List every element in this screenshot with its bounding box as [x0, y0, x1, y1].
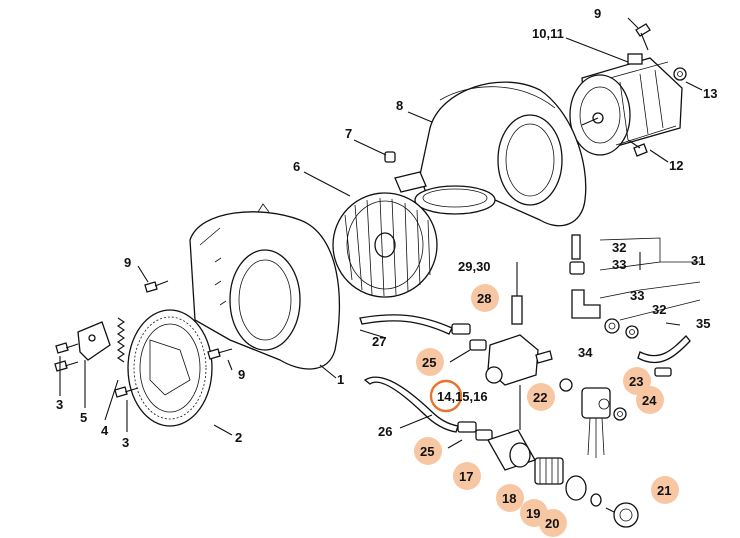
highlight-20 [539, 509, 567, 537]
nipple-part[interactable] [384, 151, 396, 163]
nut-part[interactable] [625, 325, 639, 339]
washer-part[interactable] [590, 493, 602, 507]
callout-13[interactable]: 13 [703, 86, 717, 101]
screw-part[interactable] [114, 386, 139, 398]
highlight-21 [651, 476, 679, 504]
fan-housing-part[interactable] [189, 203, 341, 370]
screw-part[interactable] [207, 348, 233, 360]
callout-34[interactable]: 34 [578, 345, 593, 360]
callout-22[interactable]: 22 [533, 390, 547, 405]
highlight-25b [414, 437, 442, 465]
nut-part[interactable] [613, 407, 627, 421]
callout-29-30[interactable]: 29,30 [458, 259, 491, 274]
motor-part[interactable] [569, 53, 683, 156]
pin-part[interactable] [511, 262, 523, 325]
highlight-22 [527, 383, 555, 411]
callout-33-top[interactable]: 33 [612, 257, 626, 272]
callout-28[interactable]: 28 [477, 291, 491, 306]
callout-26[interactable]: 26 [378, 424, 392, 439]
callout-9-mid[interactable]: 9 [238, 367, 245, 382]
selected-callout-ring [429, 379, 463, 413]
callout-9-left[interactable]: 9 [124, 255, 131, 270]
callout-31[interactable]: 31 [691, 253, 705, 268]
callout-14-15-16[interactable]: 14,15,16 [437, 389, 488, 404]
callout-20[interactable]: 20 [545, 516, 559, 531]
callout-6[interactable]: 6 [293, 159, 300, 174]
highlight-28 [471, 284, 499, 312]
volute-housing-part[interactable] [394, 81, 587, 227]
callout-18[interactable]: 18 [502, 491, 516, 506]
callout-27[interactable]: 27 [372, 334, 386, 349]
callout-19[interactable]: 19 [526, 506, 540, 521]
callout-5[interactable]: 5 [80, 410, 87, 425]
screw-part[interactable] [55, 342, 79, 354]
callout-24[interactable]: 24 [642, 393, 657, 408]
cover-plate-part[interactable] [127, 309, 213, 427]
tube-part[interactable] [359, 314, 471, 335]
elbow-part[interactable] [571, 289, 601, 319]
solenoid-coil-part[interactable] [581, 387, 611, 458]
fitting-part[interactable] [654, 367, 672, 377]
callout-12[interactable]: 12 [669, 158, 683, 173]
leader-lines [59, 17, 703, 449]
callout-10-11[interactable]: 10,11 [532, 26, 564, 41]
valve-block-part[interactable] [485, 334, 553, 430]
nut-part[interactable] [673, 67, 687, 81]
screw-part[interactable] [635, 23, 651, 51]
tube-part[interactable] [363, 376, 477, 433]
fitting-part[interactable] [475, 429, 493, 441]
spring-part[interactable] [117, 317, 125, 363]
highlight-24 [636, 386, 664, 414]
bracket-part[interactable] [77, 321, 111, 361]
callout-7[interactable]: 7 [345, 126, 352, 141]
callout-1[interactable]: 1 [337, 372, 344, 387]
nut-part[interactable] [604, 318, 620, 334]
callout-23[interactable]: 23 [629, 374, 643, 389]
callout-9-top[interactable]: 9 [594, 6, 601, 21]
bracket-lines [599, 237, 701, 321]
callout-35[interactable]: 35 [696, 316, 710, 331]
pipe-part[interactable] [569, 234, 585, 275]
callout-25-upper[interactable]: 25 [422, 355, 436, 370]
highlight-18 [496, 484, 524, 512]
washer-part[interactable] [559, 378, 573, 392]
callout-25-lower[interactable]: 25 [420, 444, 434, 459]
impeller-part[interactable] [332, 192, 438, 298]
callout-8[interactable]: 8 [396, 98, 403, 113]
callout-21[interactable]: 21 [657, 483, 671, 498]
callout-3-right[interactable]: 3 [122, 435, 129, 450]
screw-part[interactable] [144, 280, 169, 293]
callout-33-mid[interactable]: 33 [630, 288, 644, 303]
highlight-25a [416, 348, 444, 376]
hose-part[interactable] [637, 335, 691, 364]
highlight-17 [453, 462, 481, 490]
callout-4[interactable]: 4 [101, 423, 109, 438]
nozzle-holder-part[interactable] [487, 429, 536, 471]
bolt-part[interactable] [627, 139, 648, 157]
fitting-part[interactable] [469, 339, 487, 351]
callout-3-left[interactable]: 3 [56, 397, 63, 412]
nozzle-part[interactable] [605, 502, 639, 528]
callout-2[interactable]: 2 [235, 430, 242, 445]
filter-part[interactable] [534, 457, 564, 485]
callout-17[interactable]: 17 [459, 469, 473, 484]
callout-32-top[interactable]: 32 [612, 240, 626, 255]
callout-32-mid[interactable]: 32 [652, 302, 666, 317]
o-ring-part[interactable] [565, 475, 587, 501]
screw-part[interactable] [54, 360, 79, 372]
